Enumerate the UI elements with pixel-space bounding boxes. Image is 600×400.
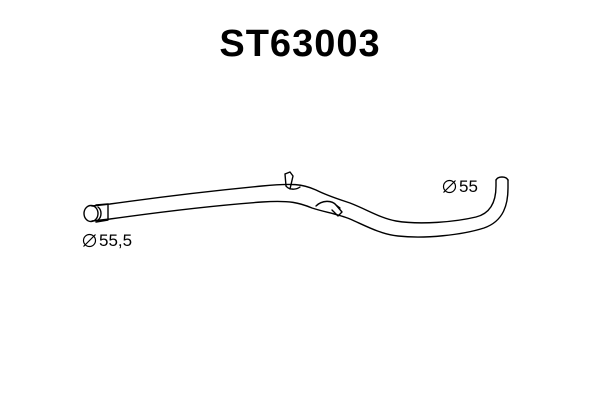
left-diameter-label: 55,5 — [82, 231, 132, 251]
diameter-symbol-icon — [442, 179, 457, 194]
pipe-upper-edge — [91, 179, 497, 224]
right-diameter-value: 55 — [459, 177, 478, 196]
right-diameter-label: 55 — [442, 177, 478, 197]
pipe-right-end — [495, 176, 509, 181]
left-diameter-value: 55,5 — [99, 231, 133, 250]
diameter-symbol-icon — [82, 233, 97, 248]
pipe-lower-edge — [91, 179, 509, 238]
pipe-sleeve — [95, 203, 109, 223]
hanger-bracket-lower — [315, 200, 343, 217]
part-number-title: ST63003 — [219, 23, 381, 65]
pipe-left-end — [83, 204, 99, 223]
hanger-bracket-top — [284, 171, 294, 190]
